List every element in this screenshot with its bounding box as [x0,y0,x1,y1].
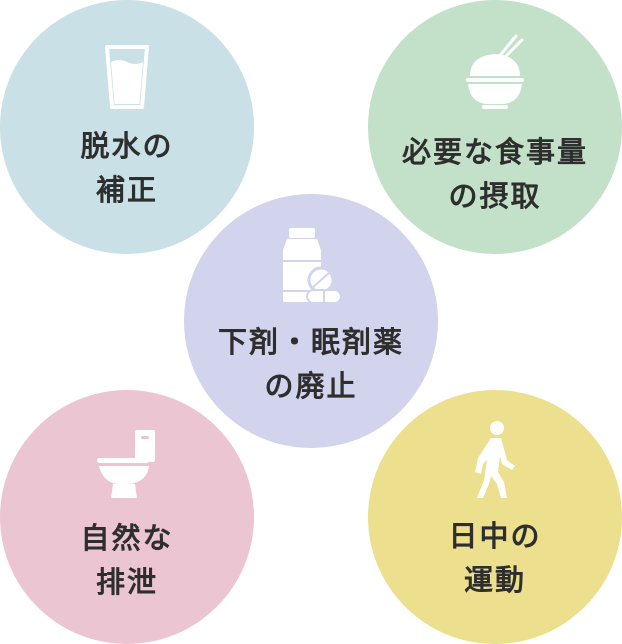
circle-food-intake: 必要な食事量 の摂取 [368,0,622,254]
label-line-1: 日中の [448,519,542,553]
label-line-2: 運動 [463,563,526,597]
label-line-2: 排泄 [95,565,158,599]
label-line-2: の摂取 [448,179,542,213]
medicine-bottle-icon [279,226,343,304]
circle-dehydration-correction: 脱水の 補正 [0,0,254,254]
circle-drug-discontinuation: 下剤・眠剤薬 の廃止 [184,194,438,448]
toilet-icon [95,428,159,500]
circle-label: 脱水の 補正 [80,124,173,212]
circle-label: 必要な食事量 の摂取 [402,130,588,218]
label-line-1: 必要な食事量 [401,135,588,169]
water-glass-icon [104,44,150,110]
label-line-2: の廃止 [264,369,358,403]
label-line-2: 補正 [95,173,158,207]
circle-label: 自然な 排泄 [80,516,173,604]
walking-person-icon [471,420,519,500]
circle-label: 日中の 運動 [448,514,541,602]
label-line-1: 下剤・眠剤薬 [217,325,404,359]
label-line-1: 脱水の [80,129,174,163]
rice-bowl-icon [462,32,528,110]
circle-daytime-exercise: 日中の 運動 [368,390,622,644]
label-line-1: 自然な [80,521,174,555]
circle-natural-excretion: 自然な 排泄 [0,390,254,644]
circle-label: 下剤・眠剤薬 の廃止 [218,320,404,408]
